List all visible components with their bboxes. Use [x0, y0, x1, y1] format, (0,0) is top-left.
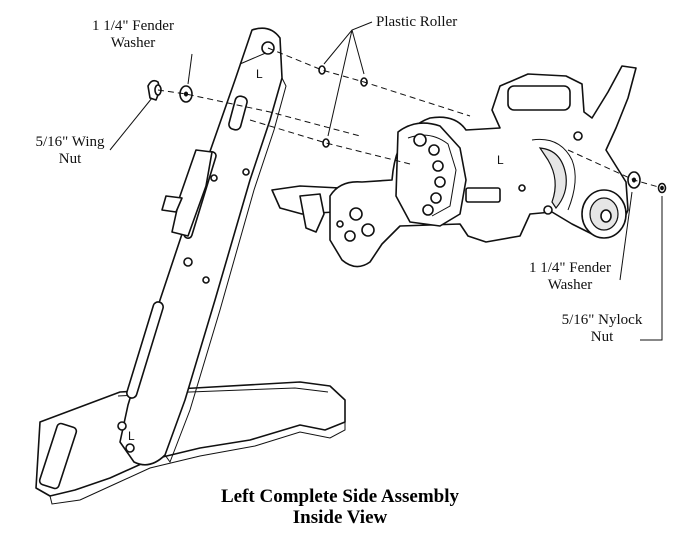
handle-slot: [507, 85, 571, 111]
end-roller: [581, 189, 627, 239]
fender-washer-top-label: 1 1/4" Fender Washer: [58, 18, 208, 52]
fender-washer-right-label: 1 1/4" Fender Washer: [500, 260, 640, 294]
caption-title: Left Complete Side Assembly: [220, 486, 459, 507]
fender-washer-top: [179, 85, 193, 103]
leader-lines: [109, 21, 663, 341]
fender-washer-top-line1: 1 1/4" Fender: [92, 18, 174, 34]
plastic-roller-parts: [318, 65, 368, 148]
adjustment-holes: [413, 133, 446, 216]
part-mark-arm-bottom: L: [128, 429, 135, 443]
nylock-nut-label: 5/16" Nylock Nut: [532, 312, 672, 346]
wing-nut-label: 5/16" Wing Nut: [20, 134, 120, 168]
long-arm: L L: [117, 27, 287, 466]
fender-washer-right-line1: 1 1/4" Fender: [529, 260, 611, 276]
seat-bracket: L: [271, 65, 637, 268]
caption-subtitle: Inside View: [292, 507, 388, 528]
part-mark-arm-top: L: [256, 67, 263, 81]
assembly-axes: [157, 47, 663, 189]
part-mark-plate: L: [497, 153, 504, 167]
base-foot-slot: [38, 422, 78, 490]
plastic-roller-label: Plastic Roller: [376, 14, 458, 30]
base-foot: [35, 381, 346, 505]
plate-slot: [465, 187, 501, 203]
wing-nut-line1: 5/16" Wing: [35, 134, 105, 150]
wing-nut-line2: Nut: [58, 151, 82, 167]
nylock-nut-line2: Nut: [590, 329, 614, 345]
hardware: [147, 65, 667, 194]
fender-washer-right-line2: Washer: [547, 277, 593, 293]
fender-washer-top-line2: Washer: [110, 35, 156, 51]
nylock-nut-line1: 5/16" Nylock: [561, 312, 643, 328]
